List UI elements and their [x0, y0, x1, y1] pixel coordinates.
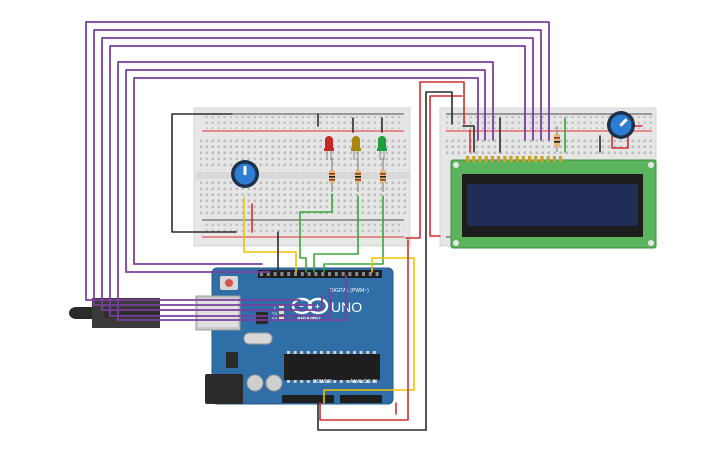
lcd-pin	[509, 156, 513, 162]
resistor	[329, 158, 335, 192]
lcd-pin	[546, 156, 550, 162]
lcd-pin	[540, 156, 544, 162]
lcd-header-pins	[466, 156, 563, 162]
chip-pin	[339, 380, 343, 383]
chip-pin	[320, 380, 323, 383]
chip-pin	[372, 351, 376, 354]
chip-pin	[346, 351, 350, 354]
power-section-label: POWER	[313, 379, 332, 385]
chip-pin	[346, 380, 350, 383]
resistor	[355, 158, 361, 192]
chip-pin	[300, 380, 304, 383]
arduino-logo: − +	[291, 297, 329, 315]
chip-pin	[306, 351, 310, 354]
chip-pin	[306, 380, 310, 383]
lcd-pin	[484, 156, 488, 162]
breadboard-left	[193, 107, 411, 247]
header-pin	[273, 272, 277, 276]
chip-pin	[333, 351, 337, 354]
header-pin	[334, 272, 338, 276]
chip-pin	[353, 380, 356, 383]
svg-text:+: +	[315, 302, 320, 311]
lcd-pin	[521, 156, 525, 162]
analog-section-label: ANALOG IN	[350, 379, 378, 385]
chip-pin	[320, 351, 323, 354]
lcd-pin	[534, 156, 538, 162]
digital-header-pins	[260, 272, 379, 276]
resistor	[380, 158, 386, 192]
chip-pin	[353, 351, 356, 354]
wires	[85, 21, 643, 431]
header-pin	[294, 272, 297, 276]
header-pin	[375, 272, 379, 276]
header-pin	[260, 272, 263, 276]
chip-pin	[326, 380, 330, 383]
chip-pin	[300, 351, 304, 354]
lcd-pin	[515, 156, 519, 162]
lcd-pin	[472, 156, 476, 162]
header-pin	[368, 272, 372, 276]
leds	[324, 136, 387, 160]
chip-pin	[366, 380, 370, 383]
piezo-buzzer	[69, 298, 160, 328]
digital-section-label: DIGITAL (PWM~)	[330, 288, 369, 294]
led-yellow	[351, 136, 361, 160]
lcd-display	[450, 156, 657, 249]
chip-pin	[339, 351, 343, 354]
chip-pin	[293, 351, 297, 354]
header-pin	[287, 272, 291, 276]
lcd-pin	[528, 156, 532, 162]
header-pin	[280, 272, 284, 276]
chip-pin	[359, 380, 363, 383]
header-pin	[328, 272, 331, 276]
chip-pin	[366, 351, 370, 354]
lcd-pin	[552, 156, 556, 162]
chip-pin	[326, 351, 330, 354]
lcd-pin	[478, 156, 482, 162]
chip-pin	[313, 351, 317, 354]
header-pin	[355, 272, 359, 276]
led-red	[324, 136, 334, 160]
potentiometer-knob-icon[interactable]	[231, 160, 259, 188]
lcd-pin	[559, 156, 563, 162]
header-pin	[348, 272, 352, 276]
atmega-pins	[287, 351, 376, 383]
arduino-brand-label: ARDUINO	[297, 316, 320, 322]
chip-pin	[287, 351, 290, 354]
arduino-uno-board: − + UNO ARDUINO DIGITAL (PWM~) POWER ANA…	[195, 267, 394, 405]
chip-pin	[313, 380, 317, 383]
tx-label: TX	[272, 311, 277, 316]
header-pin	[362, 272, 365, 276]
header-pin	[314, 272, 318, 276]
header-pin	[307, 272, 311, 276]
header-pin	[300, 272, 304, 276]
header-pin	[341, 272, 345, 276]
lcd-pin	[497, 156, 501, 162]
svg-text:−: −	[299, 302, 304, 311]
header-pin	[321, 272, 325, 276]
chip-pin	[333, 380, 337, 383]
chip-pin	[372, 380, 376, 383]
lcd-contrast-potentiometer-icon[interactable]	[607, 111, 635, 139]
led-green	[377, 136, 387, 160]
chip-pin	[293, 380, 297, 383]
resistor	[554, 126, 560, 152]
l-led-label: L	[274, 305, 277, 310]
chip-pin	[287, 380, 290, 383]
lcd-pin	[503, 156, 507, 162]
header-pin	[266, 272, 270, 276]
lcd-pin	[490, 156, 494, 162]
rx-label: RX	[272, 316, 278, 321]
lcd-pin	[466, 156, 470, 162]
chip-pin	[359, 351, 363, 354]
resistors	[329, 126, 560, 192]
